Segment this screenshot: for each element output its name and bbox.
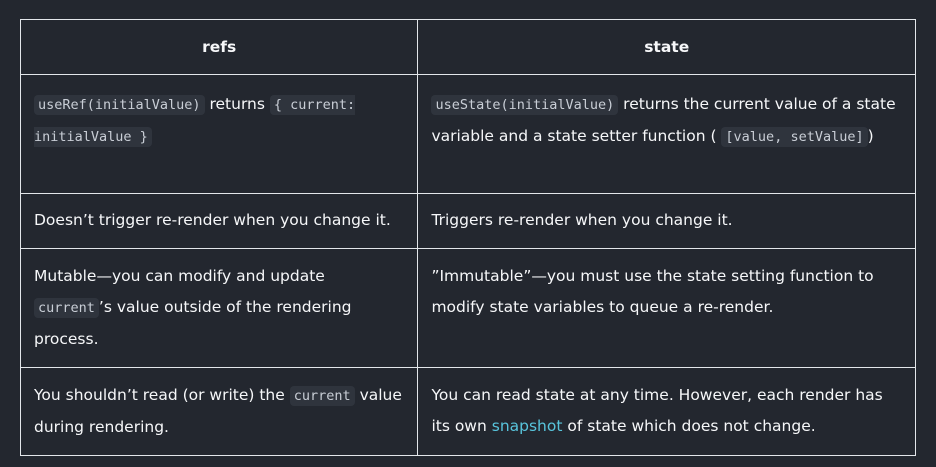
- table-row: useRef(initialValue) returns { current: …: [19, 74, 916, 194]
- cell-content: Mutable—you can modify and update curren…: [21, 249, 417, 367]
- header-state: state: [417, 19, 916, 75]
- table-cell: Doesn’t trigger re-render when you chang…: [19, 193, 419, 249]
- table-cell: Triggers re-render when you change it.: [417, 193, 916, 249]
- table-row: Mutable—you can modify and update curren…: [19, 248, 916, 368]
- header-row: refs state: [19, 19, 916, 75]
- cell-text: Triggers re-render when you change it.: [431, 211, 733, 229]
- cell-text: returns the current value of a state var…: [431, 95, 896, 145]
- cell-text: ”Immutable”—you must use the state setti…: [431, 267, 874, 316]
- cell-text: Mutable—you can modify and update: [34, 267, 325, 285]
- table-cell: useRef(initialValue) returns { current: …: [19, 74, 419, 194]
- cell-text: returns: [204, 95, 270, 113]
- cell-content: You can read state at any time. However,…: [418, 368, 915, 454]
- cell-text: value during rendering.: [34, 386, 402, 436]
- cell-content: useRef(initialValue) returns { current: …: [21, 75, 417, 165]
- code-current: current: [289, 386, 355, 406]
- table-row: You shouldn’t read (or write) the curren…: [19, 367, 916, 456]
- header-refs: refs: [19, 19, 419, 75]
- cell-content: useState(initialValue) returns the curre…: [418, 75, 915, 165]
- cell-text: You shouldn’t read (or write) the: [34, 386, 290, 404]
- cell-text: ’s value outside of the rendering proces…: [34, 298, 352, 348]
- snapshot-link[interactable]: snapshot: [491, 417, 563, 435]
- table-row: Doesn’t trigger re-render when you chang…: [19, 193, 916, 249]
- cell-text: of state which does not change.: [562, 417, 816, 435]
- refs-vs-state-table: refs state useRef(initialValue) returns …: [19, 19, 916, 456]
- code-value-setvalue: [value, setValue]: [721, 127, 868, 147]
- code-useref: useRef(initialValue): [34, 95, 205, 115]
- table-cell: useState(initialValue) returns the curre…: [417, 74, 916, 194]
- table-cell: You shouldn’t read (or write) the curren…: [19, 367, 419, 456]
- cell-text: Doesn’t trigger re-render when you chang…: [34, 211, 391, 229]
- table-cell: ”Immutable”—you must use the state setti…: [417, 248, 916, 368]
- cell-content: You shouldn’t read (or write) the curren…: [21, 368, 417, 455]
- cell-text: ): [867, 127, 874, 145]
- code-current: current: [34, 298, 99, 318]
- table-cell: Mutable—you can modify and update curren…: [19, 248, 419, 368]
- table-cell: You can read state at any time. However,…: [417, 367, 916, 456]
- cell-text: You can read state at any time. However,…: [431, 386, 883, 435]
- code-usestate: useState(initialValue): [431, 95, 619, 115]
